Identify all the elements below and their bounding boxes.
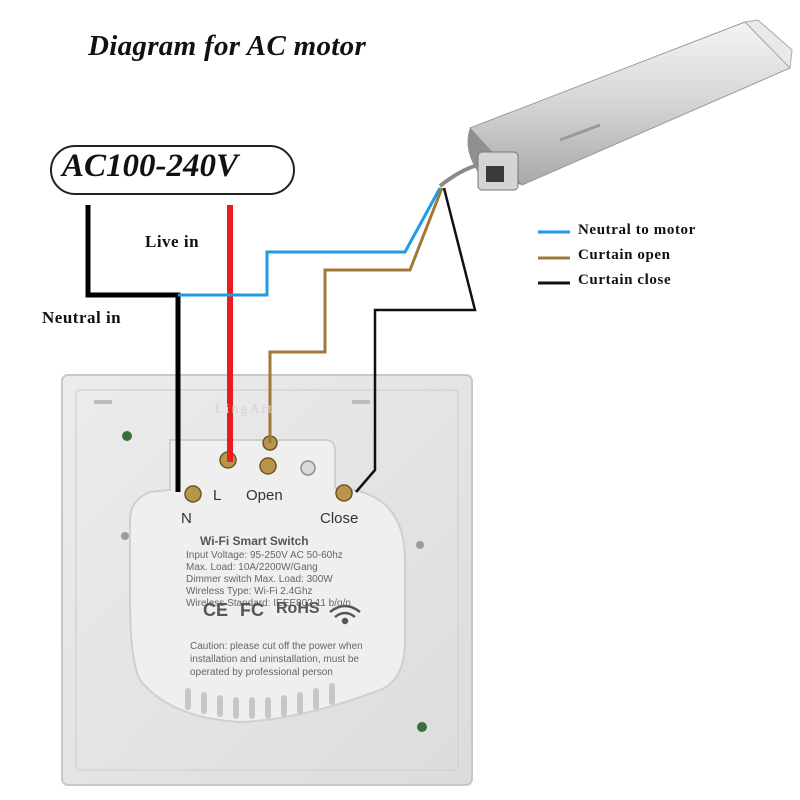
neutral-in-wire — [85, 205, 181, 492]
spec-line: Input Voltage: 95-250V AC 50-60hz — [186, 550, 343, 561]
voltage-label-frame — [50, 145, 295, 195]
curtain-motor — [467, 19, 793, 191]
spec-line: Dimmer switch Max. Load: 300W — [186, 574, 333, 585]
indicator-led — [417, 722, 427, 732]
terminal-close-label: Close — [320, 510, 359, 527]
switch-brand-logo: LingArt — [215, 402, 275, 417]
legend-neutral-to-motor: Neutral to motor — [578, 222, 696, 238]
caution-line: Caution: please cut off the power when — [190, 641, 363, 652]
terminal-screws — [184, 435, 353, 503]
neutral-motor-wire — [178, 187, 442, 297]
diagram-title: Diagram for AC motor — [88, 30, 367, 62]
terminal-open-label: Open — [246, 487, 283, 504]
wires — [85, 187, 477, 493]
caution-line: installation and uninstallation, must be — [190, 654, 359, 665]
ce-mark: CE — [203, 600, 229, 620]
spec-line: Wireless Type: Wi-Fi 2.4Ghz — [186, 586, 313, 597]
terminal-l-label: L — [213, 487, 222, 504]
legend-swatches — [538, 230, 570, 285]
caution-line: operated by professional person — [190, 667, 333, 678]
legend-curtain-close: Curtain close — [578, 272, 672, 288]
open-wire — [268, 187, 444, 443]
wifi-icon — [329, 604, 361, 625]
indicator-led — [122, 431, 132, 441]
live-in-label: Live in — [145, 232, 200, 251]
spec-line: Wireless Standard: IEEE802.11 b/g/n — [186, 598, 351, 609]
neutral-in-label: Neutral in — [42, 308, 122, 327]
terminal-n-label: N — [181, 510, 192, 527]
spec-line: Max. Load: 10A/2200W/Gang — [186, 562, 318, 573]
motor-cable — [438, 163, 479, 188]
rohs-mark: RoHS — [276, 600, 320, 617]
switch-heading: Wi-Fi Smart Switch — [200, 534, 309, 548]
close-wire — [355, 187, 477, 493]
fcc-mark: FC — [240, 600, 264, 620]
legend-curtain-open: Curtain open — [578, 247, 671, 263]
supply-voltage: AC100-240V — [62, 148, 239, 184]
